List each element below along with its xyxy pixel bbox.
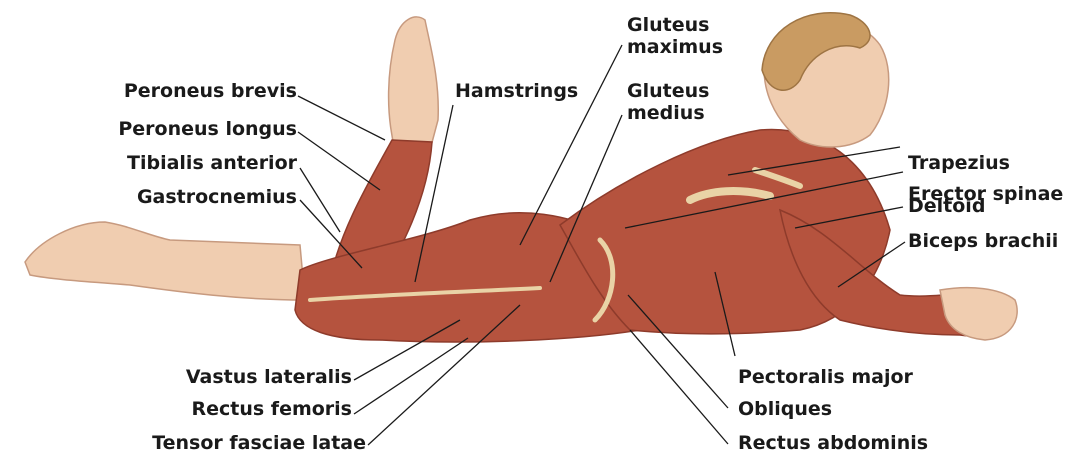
label-obliques: Obliques	[738, 398, 832, 420]
label-pectoralis-major: Pectoralis major	[738, 366, 913, 388]
label-peroneus-brevis: Peroneus brevis	[124, 80, 297, 102]
label-vastus-lateralis: Vastus lateralis	[186, 366, 352, 388]
raised-foot	[389, 17, 439, 150]
label-tibialis-anterior: Tibialis anterior	[127, 152, 297, 174]
label-trapezius: Trapezius	[908, 152, 1010, 174]
label-gluteus-maximus-line1: Gluteus	[627, 14, 723, 36]
label-gluteus-maximus: Gluteus maximus	[627, 14, 723, 58]
label-gluteus-maximus-line2: maximus	[627, 36, 723, 58]
label-gluteus-medius-line2: medius	[627, 102, 709, 124]
left-foot	[25, 222, 305, 300]
label-rectus-abdominis: Rectus abdominis	[738, 432, 928, 454]
label-gastrocnemius: Gastrocnemius	[137, 186, 297, 208]
label-hamstrings: Hamstrings	[455, 80, 578, 102]
label-deltoid: Deltoid	[908, 195, 985, 217]
leader-rectus-abdominis	[630, 330, 728, 444]
leader-rectus-femoris	[354, 338, 468, 414]
label-tensor-fasciae-latae: Tensor fasciae latae	[152, 432, 366, 454]
label-rectus-femoris: Rectus femoris	[191, 398, 352, 420]
leader-peroneus-brevis	[298, 96, 385, 140]
label-biceps-brachii: Biceps brachii	[908, 230, 1058, 252]
label-gluteus-medius-line1: Gluteus	[627, 80, 709, 102]
label-peroneus-longus: Peroneus longus	[118, 118, 297, 140]
label-gluteus-medius: Gluteus medius	[627, 80, 709, 124]
leader-peroneus-longus	[298, 132, 380, 190]
